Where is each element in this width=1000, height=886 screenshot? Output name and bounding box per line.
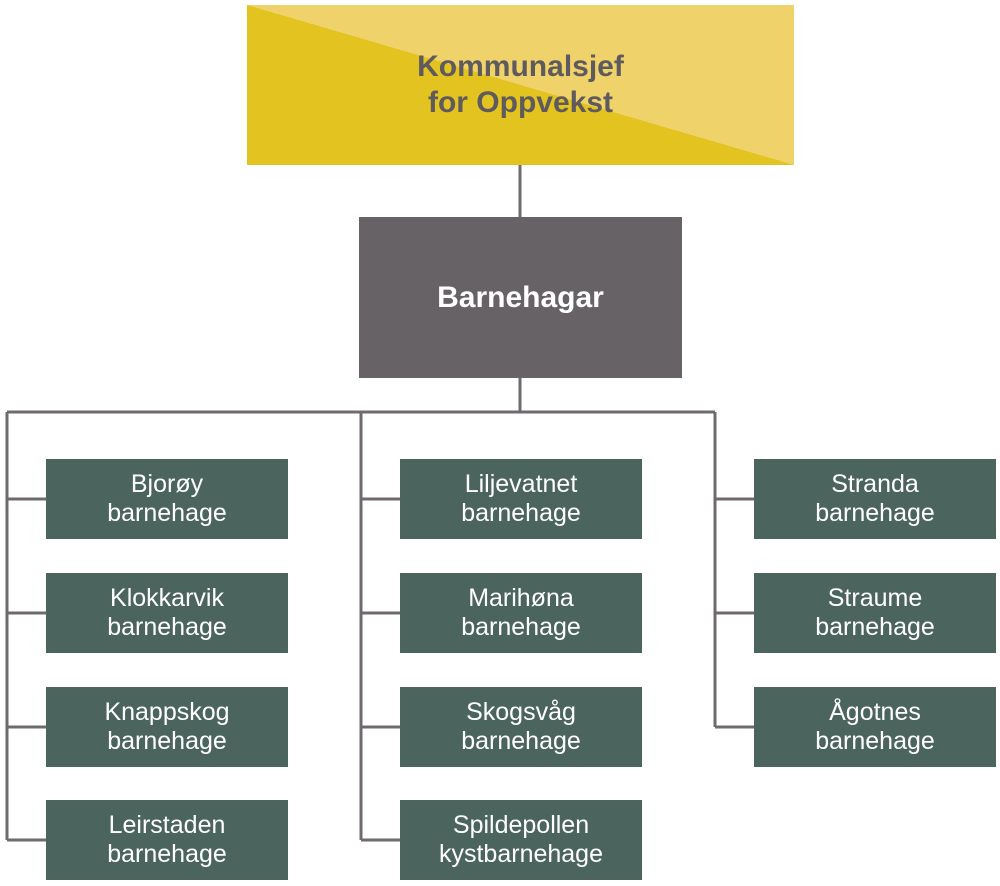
department-node-title: Barnehagar	[437, 280, 604, 314]
unit-node-name: Stranda	[831, 470, 919, 498]
unit-node-type: barnehage	[107, 840, 227, 868]
unit-node-type: barnehage	[461, 727, 581, 755]
unit-node-bjoroy: Bjorøy barnehage	[46, 459, 288, 539]
unit-node-name: Leirstaden	[108, 811, 226, 839]
unit-node-straume: Straume barnehage	[754, 573, 996, 653]
root-node-title-line2: for Oppvekst	[427, 86, 614, 119]
unit-node-leirstaden: Leirstaden barnehage	[46, 800, 288, 880]
unit-node-type: barnehage	[815, 727, 935, 755]
unit-node-liljevatnet: Liljevatnet barnehage	[400, 459, 642, 539]
unit-node-type: barnehage	[107, 727, 227, 755]
unit-node-name: Liljevatnet	[464, 470, 578, 498]
root-node-kommunalsjef: Kommunalsjef for Oppvekst	[247, 5, 794, 165]
unit-node-marihona: Marihøna barnehage	[400, 573, 642, 653]
unit-node-klokkarvik: Klokkarvik barnehage	[46, 573, 288, 653]
root-node-title-line1: Kommunalsjef	[417, 50, 624, 83]
unit-node-type: barnehage	[815, 499, 935, 527]
unit-node-spildepollen: Spildepollen kystbarnehage	[400, 800, 642, 880]
unit-node-type: barnehage	[107, 499, 227, 527]
unit-node-name: Marihøna	[468, 584, 574, 612]
unit-node-type: barnehage	[815, 613, 935, 641]
unit-node-name: Klokkarvik	[110, 584, 224, 612]
unit-node-name: Knappskog	[104, 698, 230, 726]
unit-node-name: Spildepollen	[452, 811, 590, 839]
unit-node-knappskog: Knappskog barnehage	[46, 687, 288, 767]
unit-node-name: Skogsvåg	[466, 698, 576, 726]
unit-node-stranda: Stranda barnehage	[754, 459, 996, 539]
unit-node-type: kystbarnehage	[438, 840, 603, 868]
unit-node-type: barnehage	[107, 613, 227, 641]
unit-node-name: Bjorøy	[130, 470, 204, 498]
unit-node-name: Straume	[827, 584, 923, 612]
unit-node-type: barnehage	[461, 499, 581, 527]
unit-node-type: barnehage	[461, 613, 581, 641]
unit-node-agotnes: Ågotnes barnehage	[754, 687, 996, 767]
department-node-barnehagar: Barnehagar	[359, 217, 682, 378]
unit-node-skogsvag: Skogsvåg barnehage	[400, 687, 642, 767]
unit-node-name: Ågotnes	[829, 698, 921, 726]
